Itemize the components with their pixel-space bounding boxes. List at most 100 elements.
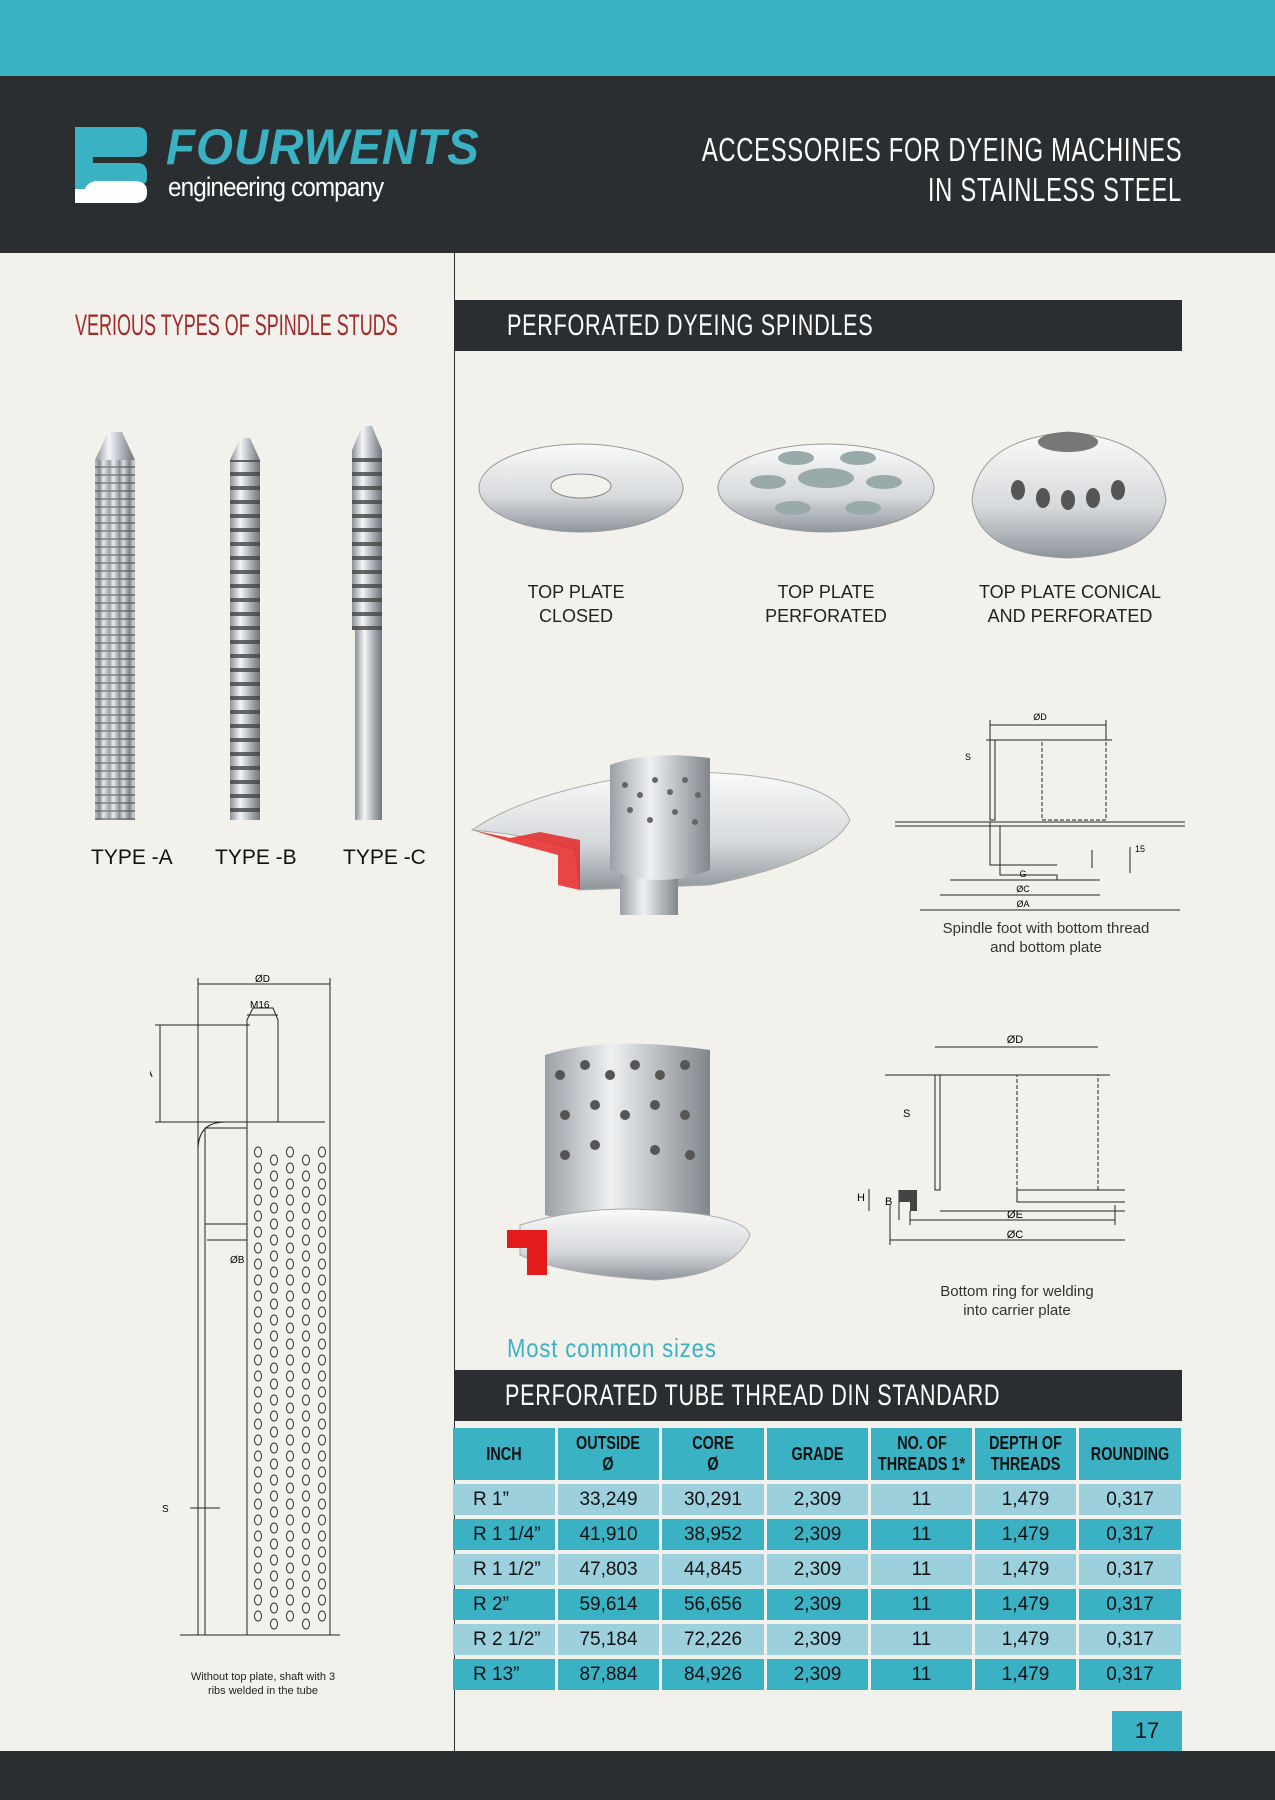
perforation-hole (254, 1546, 262, 1558)
perforation-hole (286, 1194, 294, 1206)
perforation-hole (318, 1354, 326, 1366)
perforation-hole (286, 1146, 294, 1158)
perforation-hole (318, 1450, 326, 1462)
perforation-hole (318, 1290, 326, 1302)
perforation-hole (270, 1474, 278, 1486)
plate-perforated (717, 443, 935, 533)
stud-type-b (230, 438, 260, 820)
perforation-hole (302, 1186, 310, 1198)
perforation-hole (270, 1426, 278, 1438)
page-header (0, 76, 1275, 253)
perforation-hole (302, 1554, 310, 1566)
perforation-hole (302, 1154, 310, 1166)
perforation-hole (286, 1578, 294, 1590)
perforation-hole (254, 1258, 262, 1270)
perforation-hole (302, 1218, 310, 1230)
perforation-hole (318, 1546, 326, 1558)
table-cell: 2,309 (767, 1554, 868, 1585)
perforation-hole (286, 1178, 294, 1190)
perforation-hole (286, 1418, 294, 1430)
perforation-hole (302, 1442, 310, 1454)
perforation-hole (270, 1346, 278, 1358)
bottom-ring-technical-drawing: ØD S H B ØE ØC (857, 1035, 1125, 1245)
table-cell: 87,884 (558, 1659, 659, 1690)
perforation-hole (254, 1514, 262, 1526)
table-cell: 0,317 (1079, 1554, 1181, 1585)
perforation-hole (254, 1418, 262, 1430)
perforation-hole (318, 1210, 326, 1222)
dim-c-label: ØC (1016, 884, 1030, 894)
dim-15-label: 15 (1135, 844, 1145, 854)
perforation-hole (302, 1282, 310, 1294)
page-title-line2: IN STAINLESS STEEL (927, 171, 1182, 208)
perforation-hole (254, 1242, 262, 1254)
perforation-hole (286, 1498, 294, 1510)
perforation-hole (286, 1226, 294, 1238)
perforation-hole (270, 1602, 278, 1614)
perforation-hole (270, 1458, 278, 1470)
table-cell: 0,317 (1079, 1624, 1181, 1655)
table-cell: 1,479 (975, 1659, 1076, 1690)
perforation-hole (254, 1482, 262, 1494)
table-cell: 11 (871, 1589, 972, 1620)
table-cell: 1,479 (975, 1519, 1076, 1550)
perforation-hole (286, 1466, 294, 1478)
perforation-hole (302, 1602, 310, 1614)
perforation-hole (270, 1506, 278, 1518)
perforation-hole (318, 1562, 326, 1574)
table-cell: 11 (871, 1554, 972, 1585)
perforation-hole (302, 1266, 310, 1278)
perforation-hole (270, 1234, 278, 1246)
perforation-hole (302, 1522, 310, 1534)
perforation-hole (302, 1538, 310, 1550)
perforated-spindles-heading: PERFORATED DYEING SPINDLES (454, 300, 1182, 351)
perforation-hole (318, 1162, 326, 1174)
perforation-hole (286, 1386, 294, 1398)
perforation-hole (270, 1282, 278, 1294)
perforation-hole (270, 1586, 278, 1598)
top-accent-bar (0, 0, 1275, 76)
perforation-hole (302, 1394, 310, 1406)
dim-d-label: ØD (1033, 712, 1047, 722)
perforation-hole (318, 1178, 326, 1190)
perforation-hole (254, 1146, 262, 1158)
perforation-hole (318, 1338, 326, 1350)
perforation-hole (286, 1242, 294, 1254)
perforation-hole (318, 1370, 326, 1382)
perforation-hole (302, 1234, 310, 1246)
perforation-hole (286, 1530, 294, 1542)
perforation-hole (318, 1322, 326, 1334)
drawing-dim-s-label: S (162, 1504, 169, 1515)
table-row-label: R 2 1/2” (453, 1624, 555, 1655)
perforation-hole (302, 1330, 310, 1342)
perforation-hole (254, 1178, 262, 1190)
ring-dim-h-label: H (857, 1192, 865, 1204)
perforation-hole (286, 1354, 294, 1366)
perforation-hole (302, 1426, 310, 1438)
ring-dim-s-label: S (903, 1108, 910, 1120)
perforation-hole (254, 1226, 262, 1238)
perforation-hole (270, 1538, 278, 1550)
perforation-hole (254, 1322, 262, 1334)
table-cell: 11 (871, 1624, 972, 1655)
perforation-hole (254, 1402, 262, 1414)
perforation-hole (254, 1162, 262, 1174)
spindle-technical-drawing: ØD M16 A ØB S (150, 974, 340, 1636)
table-cell: 75,184 (558, 1624, 659, 1655)
drawing-dim-a-label: A (150, 1069, 153, 1080)
table-cell: 2,309 (767, 1624, 868, 1655)
spindle-studs-heading: VERIOUS TYPES OF SPINDLE STUDS (75, 309, 398, 342)
drawing-dim-d-label: ØD (255, 974, 270, 985)
perforation-hole (302, 1298, 310, 1310)
perforation-hole (286, 1370, 294, 1382)
ring-dim-e-label: ØE (1007, 1209, 1023, 1221)
brand-tagline: engineering company (168, 172, 384, 202)
table-cell: 1,479 (975, 1589, 1076, 1620)
perforation-hole (270, 1266, 278, 1278)
perforation-hole (254, 1354, 262, 1366)
table-header-cell: GRADE (767, 1428, 868, 1480)
table-cell: 72,226 (662, 1624, 764, 1655)
